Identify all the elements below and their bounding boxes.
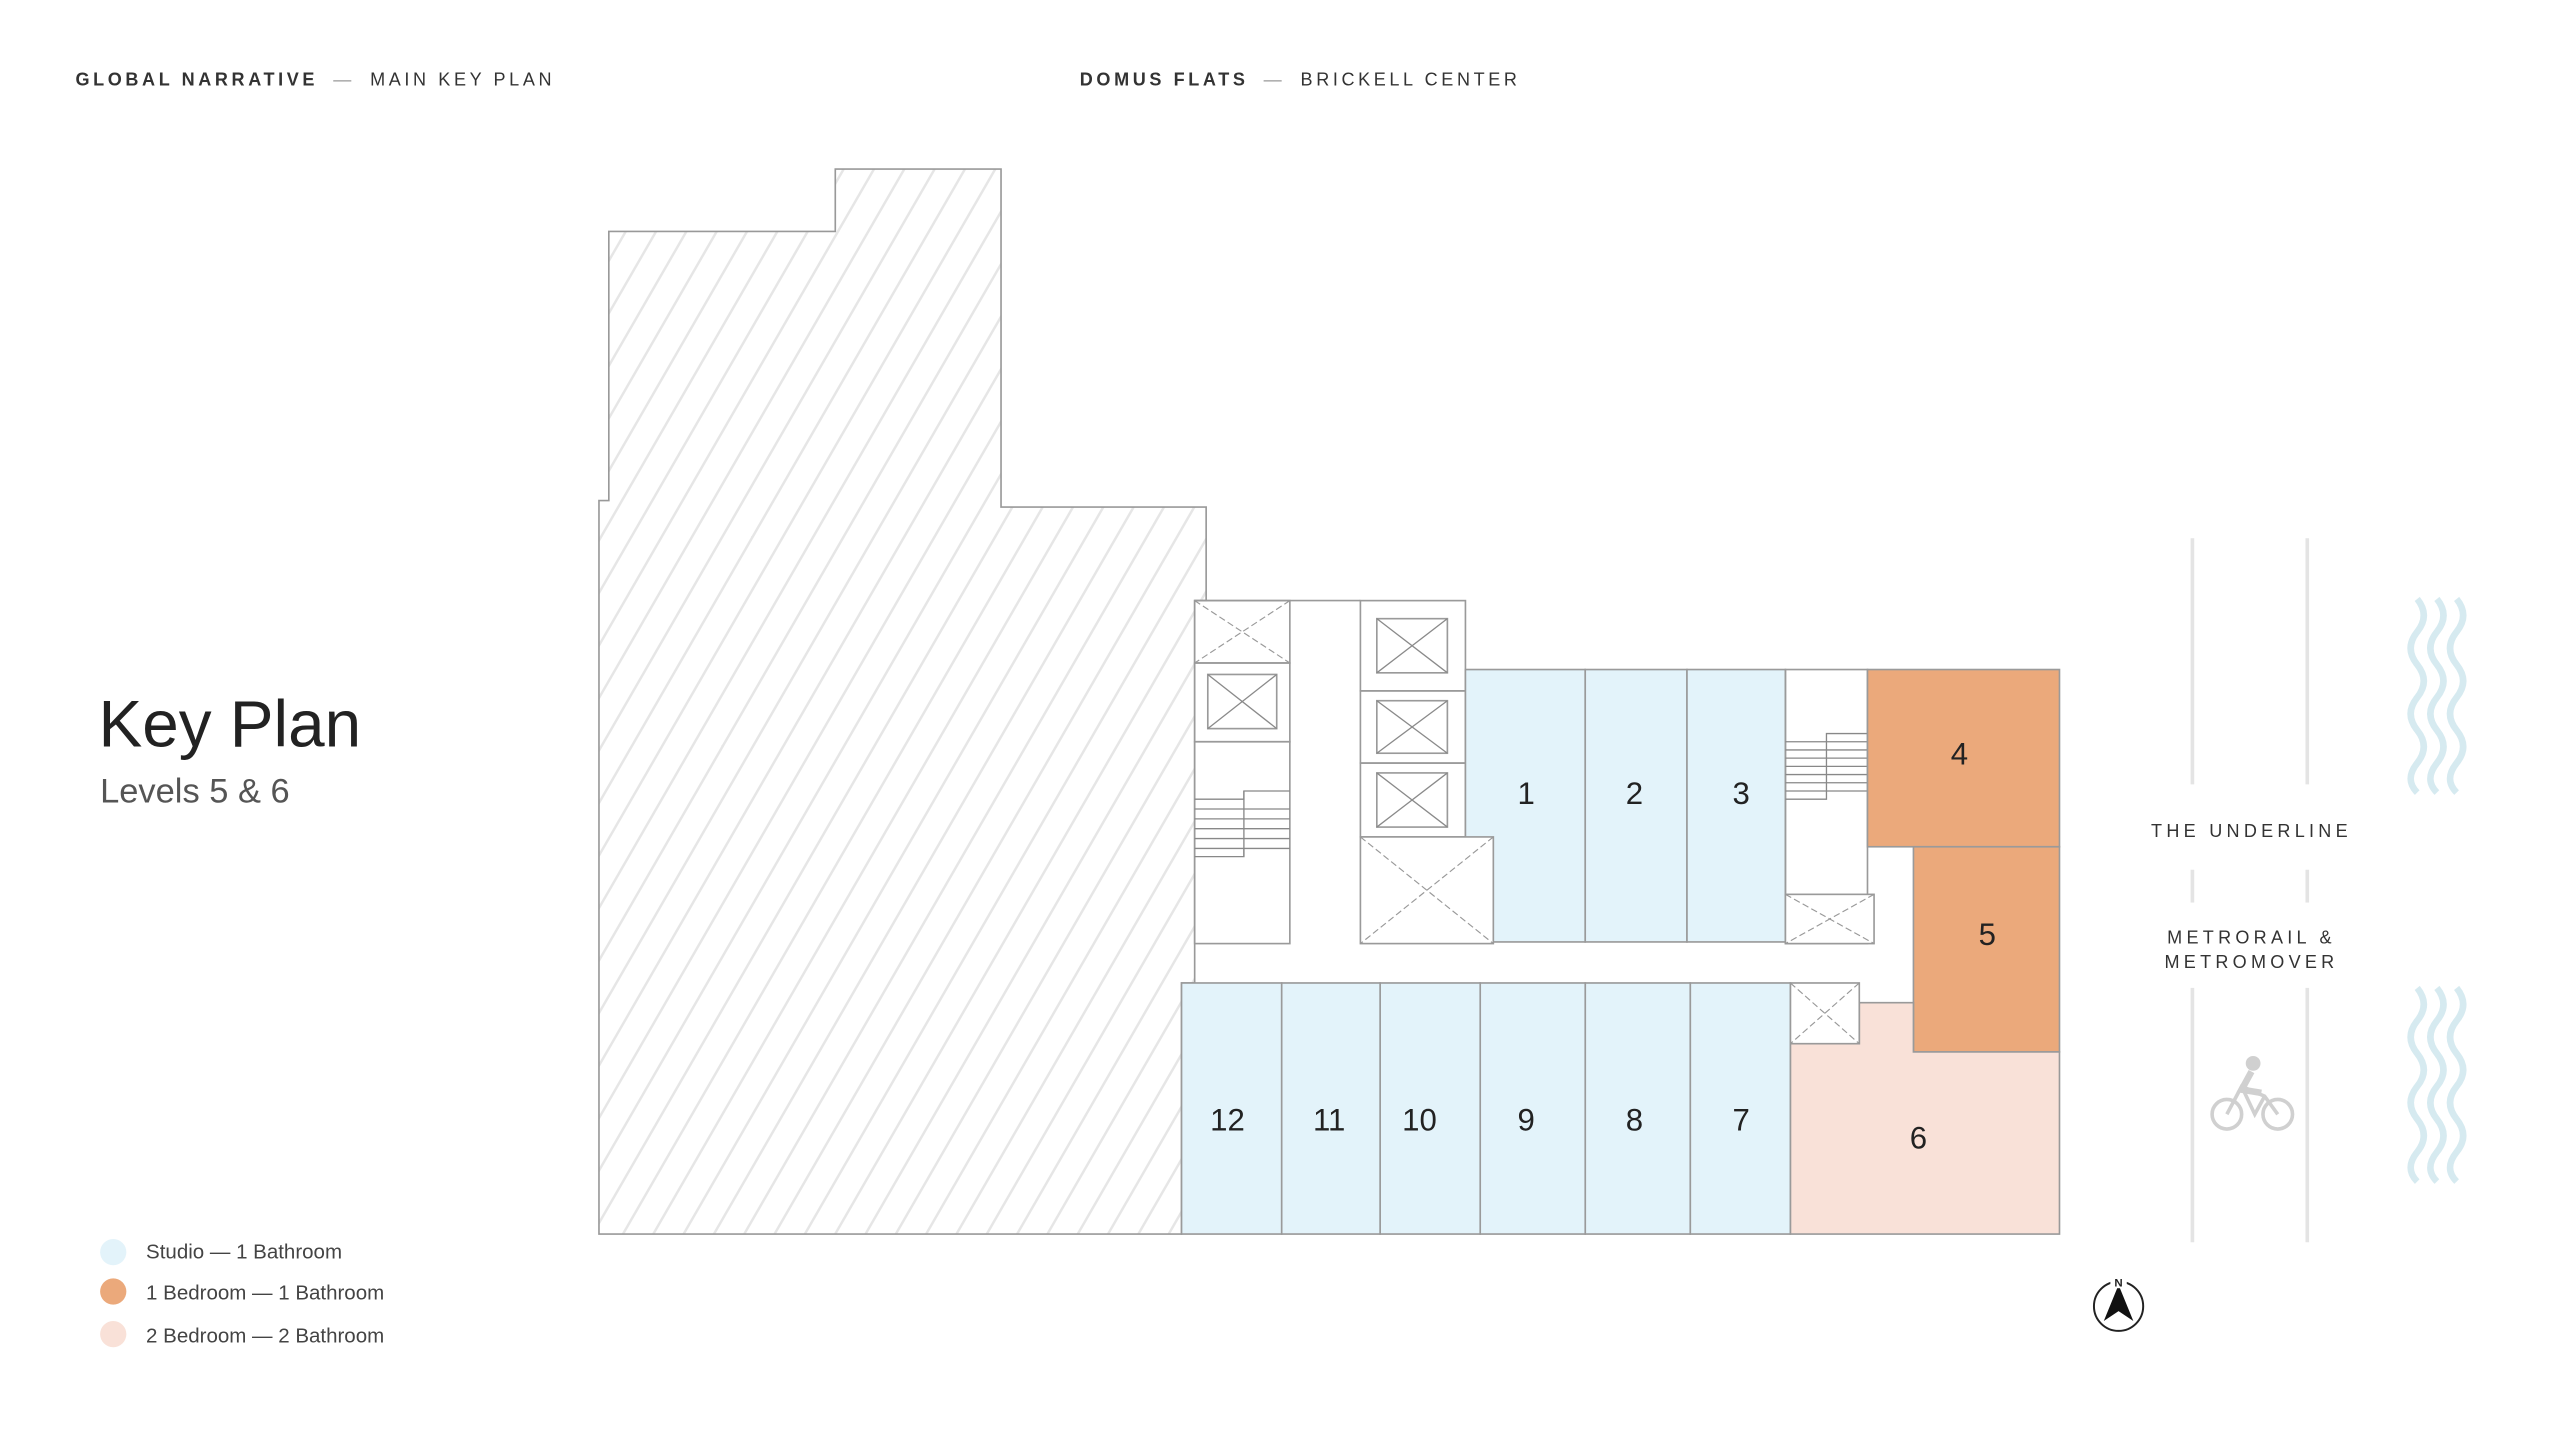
core-left: [1193, 599, 1291, 945]
north-arrow-icon: N: [2092, 1275, 2145, 1332]
bicycle-icon: [2210, 1056, 2295, 1131]
unit-3[interactable]: 3: [1686, 668, 1787, 943]
unit-11[interactable]: 11: [1280, 982, 1381, 1235]
unit-12[interactable]: 12: [1180, 982, 1283, 1235]
svg-text:1: 1: [1517, 776, 1534, 811]
unit-7[interactable]: 7: [1689, 982, 1792, 1235]
unit-5[interactable]: 5: [1912, 845, 2061, 1053]
core-middle: [1359, 599, 1467, 838]
unit-4[interactable]: 4: [1866, 668, 2061, 848]
stair-right-icon: [1785, 732, 1868, 800]
metro-label-2: METROMOVER: [2164, 952, 2338, 972]
legend-item-1-bedroom: 1 Bedroom — 1 Bathroom: [100, 1278, 384, 1305]
unit-10[interactable]: 10: [1379, 982, 1482, 1235]
svg-text:Studio — 1 Bathroom: Studio — 1 Bathroom: [146, 1241, 342, 1264]
svg-text:6: 6: [1910, 1121, 1927, 1156]
water-waves-icon: [2407, 596, 2467, 1184]
legend-item-2-bedroom: 2 Bedroom — 2 Bathroom: [100, 1321, 384, 1347]
svg-text:5: 5: [1979, 917, 1996, 952]
svg-text:1 Bedroom — 1 Bathroom: 1 Bedroom — 1 Bathroom: [146, 1282, 384, 1305]
underline-rails: [2190, 538, 2310, 1243]
svg-text:2 Bedroom — 2 Bathroom: 2 Bedroom — 2 Bathroom: [146, 1324, 384, 1347]
core-right: [1784, 668, 1875, 945]
header-left: GLOBAL NARRATIVE — MAIN KEY PLAN: [75, 69, 555, 89]
page-subtitle: Levels 5 & 6: [100, 772, 290, 810]
svg-text:9: 9: [1517, 1103, 1534, 1138]
svg-text:12: 12: [1210, 1103, 1245, 1138]
page-title: Key Plan: [98, 688, 361, 761]
svg-text:7: 7: [1732, 1103, 1749, 1138]
legend-item-studio: Studio — 1 Bathroom: [100, 1238, 342, 1266]
metro-label-1: METRORAIL &: [2167, 928, 2336, 948]
svg-text:2: 2: [1626, 776, 1643, 811]
shaft-box-small: [1789, 982, 1861, 1045]
legend: Studio — 1 Bathroom 1 Bedroom — 1 Bathro…: [100, 1238, 384, 1347]
svg-text:11: 11: [1313, 1103, 1345, 1138]
svg-text:10: 10: [1402, 1103, 1437, 1138]
unit-9[interactable]: 9: [1479, 982, 1587, 1235]
unit-2[interactable]: 2: [1584, 668, 1688, 943]
svg-text:8: 8: [1626, 1103, 1643, 1138]
header-center: DOMUS FLATS — BRICKELL CENTER: [1080, 69, 1521, 89]
svg-text:4: 4: [1951, 737, 1968, 772]
svg-text:3: 3: [1732, 776, 1749, 811]
stair-left-icon: [1194, 790, 1290, 858]
svg-text:N: N: [2114, 1278, 2122, 1290]
adjacent-building-hatched: [598, 168, 1207, 1235]
shaft-box: [1359, 836, 1495, 945]
underline-label: THE UNDERLINE: [2151, 821, 2352, 841]
unit-8[interactable]: 8: [1584, 982, 1692, 1235]
